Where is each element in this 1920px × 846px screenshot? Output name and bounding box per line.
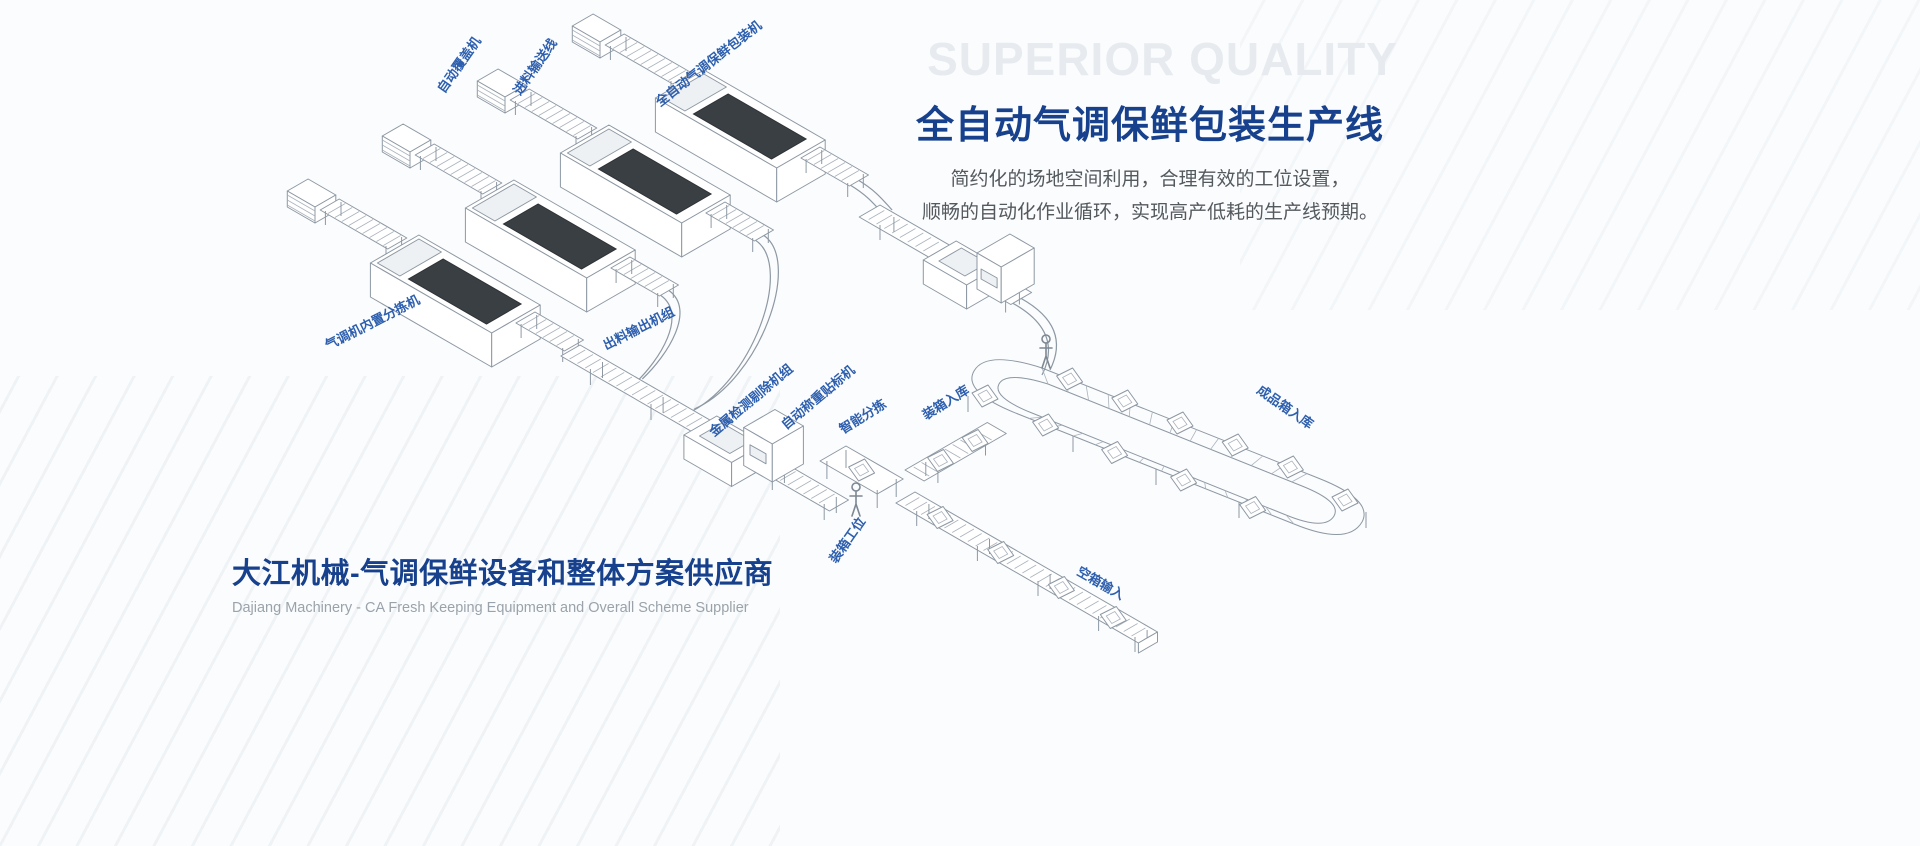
hero-subtitle-line1: 简约化的场地空间利用，合理有效的工位设置，: [950, 169, 1350, 190]
hero-subtitle-line2: 顺畅的自动化作业循环，实现高产低耗的生产线预期。: [921, 202, 1378, 223]
packout-conveyor: [904, 422, 1007, 483]
upper-transfer-line: [858, 204, 1058, 376]
diagram-label: 智能分拣: [837, 396, 889, 436]
empty-box-infeed-conveyor: [895, 491, 1158, 654]
diagram-label: 气调机内置分拣机: [323, 292, 422, 353]
packaging-machine-line-1: [571, 13, 869, 203]
brand-title: 大江机械-气调保鲜设备和整体方案供应商: [232, 558, 774, 590]
brand-subtitle: Dajiang Machinery - CA Fresh Keeping Equ…: [232, 600, 749, 616]
weighing-labelling-unit: [743, 409, 804, 483]
packaging-machine-line-3: [381, 123, 679, 313]
diagram-label: 装箱工位: [826, 515, 869, 567]
brand-block: 大江机械-气调保鲜设备和整体方案供应商 Dajiang Machinery - …: [232, 550, 773, 616]
packaging-machine-line-4: [286, 178, 584, 368]
hero-title: 全自动气调保鲜包装生产线: [915, 105, 1384, 147]
workers: [849, 334, 1053, 517]
production-line-diagram: 自动覆盖机进料输送线全自动气调保鲜包装机气调机内置分拣机出料输出机组金属检测剔除…: [286, 13, 1367, 654]
packaging-machine-line-2: [476, 68, 774, 258]
packing-station: [819, 445, 904, 508]
hero-subtitle: 简约化的场地空间利用，合理有效的工位设置， 顺畅的自动化作业循环，实现高产低耗的…: [900, 163, 1400, 229]
diagram-label: 装箱入库: [919, 382, 972, 423]
diagram-label: 自动覆盖机: [434, 34, 484, 96]
diagram-label: 出料输出机组: [601, 304, 677, 353]
storage-loop-conveyor: [967, 359, 1367, 535]
hero-block: 全自动气调保鲜包装生产线 简约化的场地空间利用，合理有效的工位设置， 顺畅的自动…: [900, 94, 1400, 229]
watermark-text: SUPERIOR QUALITY: [927, 33, 1398, 85]
diagram-label: 进料输送线: [510, 36, 560, 98]
diagram-label: 成品箱入库: [1254, 382, 1316, 432]
